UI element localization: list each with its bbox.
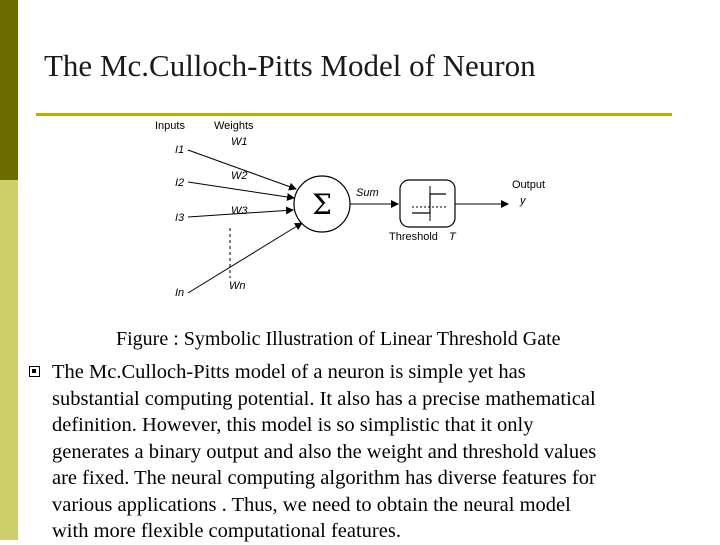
weights-header: Weights — [214, 120, 254, 132]
neuron-diagram: Inputs Weights I1 I2 I3 In W1 W2 W3 Wn Σ… — [155, 120, 545, 299]
body-line: definition. However, this model is so si… — [52, 414, 534, 436]
input-label-2: I2 — [175, 177, 184, 189]
input-label-1: I1 — [175, 144, 184, 156]
body-line: various applications . Thus, we need to … — [52, 493, 571, 516]
inputs-header: Inputs — [155, 120, 185, 132]
input-arrow-n — [187, 222, 303, 294]
step-function-icon — [412, 193, 446, 214]
input-arrow-2 — [187, 181, 295, 201]
input-arrow-1 — [187, 149, 297, 191]
weight-label-n: Wn — [229, 280, 246, 292]
weight-label-1: W1 — [231, 136, 248, 148]
body-line: The Mc.Culloch-Pitts model of a neuron i… — [52, 361, 526, 383]
weight-label-2: W2 — [231, 170, 248, 182]
body-line: generates a binary output and also the w… — [52, 440, 597, 463]
sigma-icon: Σ — [312, 188, 332, 221]
input-label-n: In — [175, 287, 184, 299]
weight-label-3: W3 — [231, 205, 248, 217]
accent-bar-light — [0, 180, 18, 540]
accent-bar-dark — [0, 0, 18, 180]
threshold-box — [399, 179, 456, 228]
output-symbol: y — [519, 195, 527, 207]
body-line: are fixed. The neural computing algorith… — [52, 467, 596, 489]
body-line: with more flexible computational feature… — [52, 520, 401, 542]
body-paragraph: The Mc.Culloch-Pitts model of a neuron i… — [52, 359, 700, 545]
slide-title: The Mc.Culloch-Pitts Model of Neuron — [44, 48, 536, 83]
body-line: substantial computing potential. It also… — [52, 387, 596, 410]
figure-caption: Figure : Symbolic Illustration of Linear… — [116, 328, 561, 350]
input-label-3: I3 — [175, 212, 185, 224]
threshold-symbol: T — [449, 231, 457, 243]
square-bullet-icon — [29, 366, 40, 377]
title-underline — [36, 113, 672, 116]
input-arrow-3 — [187, 206, 294, 218]
sum-label: Sum — [356, 187, 379, 199]
threshold-label: Threshold — [389, 231, 438, 243]
output-label: Output — [512, 179, 545, 191]
